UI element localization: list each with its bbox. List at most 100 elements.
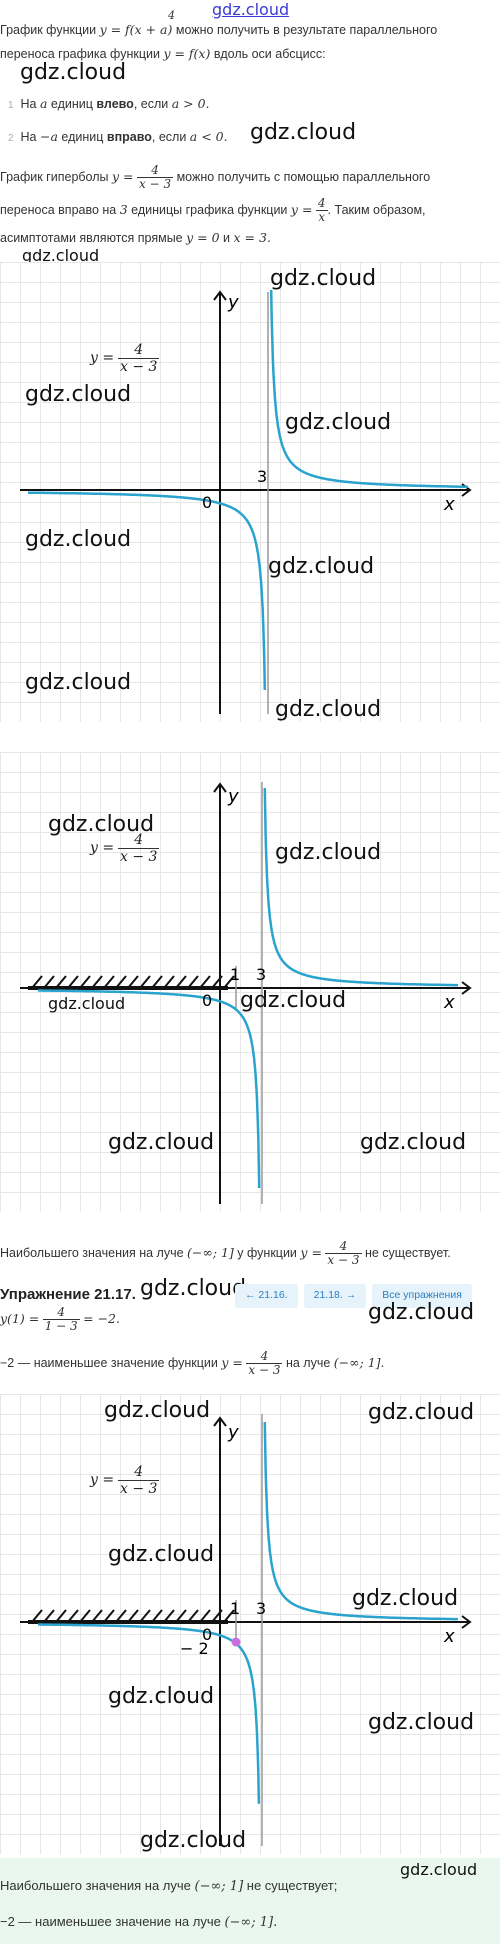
formula: a < 0. (189, 129, 228, 144)
hatch-mark (115, 975, 127, 989)
theory-text: единиц (50, 97, 93, 111)
y-axis-label: y (227, 1422, 239, 1443)
watermark[interactable]: gdz.cloud (104, 1398, 211, 1423)
watermark-top[interactable]: gdz.cloud (212, 0, 290, 19)
hatch-mark (55, 1609, 67, 1623)
watermark[interactable]: gdz.cloud (275, 840, 382, 865)
watermark[interactable]: gdz.cloud (22, 246, 100, 265)
minimum-point (231, 1637, 241, 1647)
hatch-mark (139, 1609, 151, 1623)
formula: y = f(x) (163, 46, 211, 61)
exercise-title: Упражнение 21.17. (0, 1286, 136, 1303)
formula: y = (112, 168, 134, 184)
fraction-numerator: 4 (117, 342, 160, 359)
hyperbola-curve (38, 989, 261, 1189)
exercise-nav: ← 21.16. 21.18. → Все упражнения (235, 1284, 472, 1308)
bold-word: вправо (106, 130, 152, 144)
watermark[interactable]: gdz.cloud (108, 1684, 215, 1709)
hatch-mark (187, 1609, 199, 1623)
watermark[interactable]: gdz.cloud (140, 1276, 247, 1301)
watermark[interactable]: gdz.cloud (25, 527, 132, 552)
fraction-denominator: x − 3 (119, 359, 158, 375)
hatch-mark (91, 975, 103, 989)
formula: y = (221, 1354, 243, 1370)
watermark[interactable]: gdz.cloud (285, 410, 392, 435)
conclusion-text: у функции (237, 1245, 297, 1260)
x-axis-arrow (461, 1615, 472, 1629)
watermark[interactable]: gdz.cloud (368, 1400, 475, 1425)
watermark[interactable]: gdz.cloud (275, 697, 382, 722)
formula: a > 0. (171, 96, 210, 111)
hatch-mark (31, 975, 43, 989)
hyperbola-curve (263, 787, 458, 987)
fraction-denominator: x − 3 (248, 1363, 281, 1377)
fraction-numerator: 4 (315, 196, 328, 211)
watermark[interactable]: gdz.cloud (25, 382, 132, 407)
watermark[interactable]: gdz.cloud (48, 994, 126, 1013)
hatch-mark (115, 1609, 127, 1623)
watermark[interactable]: gdz.cloud (268, 554, 375, 579)
formula: (−∞; 1] (194, 1879, 244, 1894)
watermark[interactable]: gdz.cloud (360, 1130, 467, 1155)
prev-exercise-button[interactable]: ← 21.16. (235, 1284, 298, 1308)
watermark[interactable]: gdz.cloud (368, 1710, 475, 1735)
watermark[interactable]: gdz.cloud (240, 988, 347, 1013)
origin-label: 0 (202, 991, 212, 1010)
formula: y = (290, 201, 313, 217)
watermark[interactable]: gdz.cloud (48, 812, 155, 837)
hatch-mark (175, 1609, 187, 1623)
hatch-mark (223, 975, 235, 989)
tick-label-3: 3 (256, 965, 266, 984)
theory-item-2: 2 На −a единиц вправо, если a < 0. (8, 127, 228, 148)
stray-four: 4 (168, 9, 175, 22)
conclusion-text: на луче (285, 1355, 331, 1370)
hatch-mark (103, 1609, 115, 1623)
hatch-mark (139, 975, 151, 989)
formula: y = (90, 1472, 115, 1489)
conclusion-line-1: Наибольшего значения на луче (−∞; 1] у ф… (0, 1240, 451, 1267)
fraction-denominator: 1 − 3 (44, 1319, 78, 1333)
fraction-numerator: 4 (42, 1306, 80, 1320)
watermark[interactable]: gdz.cloud (108, 1130, 215, 1155)
hatch-mark (55, 975, 67, 989)
hatch-mark (103, 975, 115, 989)
watermark[interactable]: gdz.cloud (270, 266, 377, 291)
tick-label-1: 1 (230, 1599, 240, 1618)
formula: −a (39, 129, 58, 144)
answer-line-1: Наибольшего значения на луче (−∞; 1] не … (0, 1876, 337, 1896)
y-axis-arrow (213, 290, 227, 301)
answer-box: Наибольшего значения на луче (−∞; 1] не … (0, 1858, 500, 1944)
formula: = −2. (83, 1310, 120, 1326)
hatch-mark (43, 975, 55, 989)
watermark[interactable]: gdz.cloud (140, 1828, 247, 1853)
watermark[interactable]: gdz.cloud (352, 1586, 459, 1611)
theory-text: асимптотами являются прямые (0, 231, 183, 245)
watermark[interactable]: gdz.cloud (25, 670, 132, 695)
watermark[interactable]: gdz.cloud (400, 1860, 478, 1879)
fraction-numerator: 4 (117, 1464, 160, 1481)
origin-label: 0 (202, 1625, 212, 1644)
fraction-denominator: x − 3 (139, 177, 172, 191)
watermark[interactable]: gdz.cloud (368, 1300, 475, 1325)
watermark[interactable]: gdz.cloud (108, 1542, 215, 1567)
tick-label-3: 3 (256, 1599, 266, 1618)
fraction-numerator: 4 (246, 1350, 283, 1364)
hatch-mark (127, 1609, 139, 1623)
watermark[interactable]: gdz.cloud (250, 120, 357, 145)
hatch-mark (151, 1609, 163, 1623)
hatch-mark (127, 975, 139, 989)
graph-1-svg: x y 0 3 (20, 289, 472, 714)
watermark[interactable]: gdz.cloud (20, 60, 127, 85)
tick-label-1: 1 (230, 965, 240, 984)
next-exercise-button[interactable]: 21.18. → (303, 1284, 367, 1308)
hatch-mark (91, 1609, 103, 1623)
all-exercises-button[interactable]: Все упражнения (372, 1284, 472, 1308)
theory-text: График гиперболы (0, 169, 109, 184)
